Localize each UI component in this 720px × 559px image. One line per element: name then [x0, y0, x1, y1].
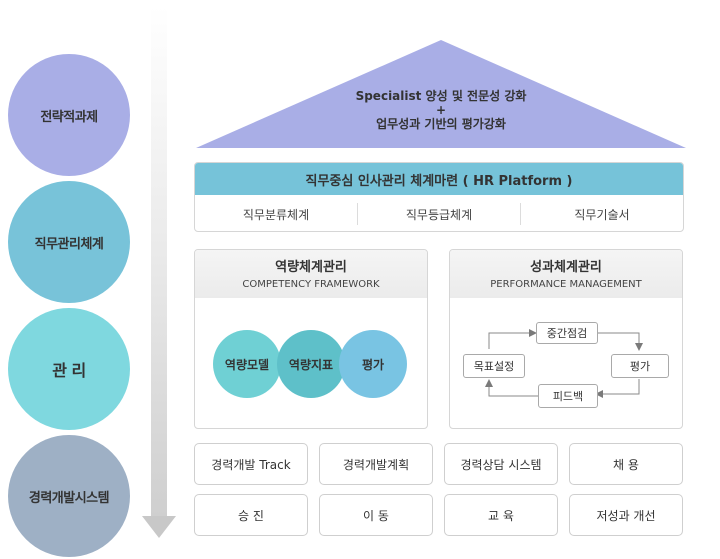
circle-strategic-tasks: 전략적과제	[8, 54, 130, 176]
roof-triangle	[196, 40, 686, 148]
career-item-counseling: 경력상담 시스템	[444, 443, 558, 485]
cycle-step-midcheck: 중간점검	[536, 322, 598, 344]
bubble-label: 역량지표	[288, 357, 334, 372]
career-item-low-performance: 저성과 개선	[569, 494, 683, 536]
divider	[357, 203, 358, 225]
bubble-competency-index: 역량지표	[277, 330, 345, 398]
flow-arrow-head	[142, 516, 176, 538]
hr-platform-items: 직무분류체계 직무등급체계 직무기술서	[195, 199, 683, 229]
circle-label: 직무관리체계	[34, 236, 104, 252]
bubble-label: 역량모델	[224, 357, 270, 372]
divider	[520, 203, 521, 225]
bubble-competency-model: 역량모델	[213, 330, 281, 398]
competency-title: 역량체계관리	[275, 260, 347, 275]
hr-platform-box: 직무중심 인사관리 체계마련 ( HR Platform ) 직무분류체계 직무…	[194, 162, 684, 232]
roof-text: Specialist 양성 및 전문성 강화 + 업무성과 기반의 평가강화	[196, 88, 686, 132]
career-item-recruitment: 채 용	[569, 443, 683, 485]
circle-label: 전략적과제	[40, 109, 98, 125]
competency-panel-header: 역량체계관리 COMPETENCY FRAMEWORK	[195, 250, 427, 298]
performance-subtitle: PERFORMANCE MANAGEMENT	[490, 279, 642, 290]
career-item-plan: 경력개발계획	[319, 443, 433, 485]
circle-management: 관 리	[8, 308, 130, 430]
career-item-transfer: 이 동	[319, 494, 433, 536]
career-item-track: 경력개발 Track	[194, 443, 308, 485]
circle-label: 관 리	[52, 361, 86, 380]
platform-item-job-description: 직무기술서	[574, 207, 630, 222]
circle-job-management: 직무관리체계	[8, 181, 130, 303]
performance-title: 성과체계관리	[530, 260, 602, 275]
circle-career-development: 경력개발시스템	[8, 435, 130, 557]
flow-arrow-shaft	[151, 6, 167, 516]
performance-panel-header: 성과체계관리 PERFORMANCE MANAGEMENT	[450, 250, 682, 298]
platform-item-job-classification: 직무분류체계	[242, 207, 310, 222]
roof-line-2: +	[435, 103, 447, 117]
cycle-step-evaluation: 평가	[611, 354, 669, 378]
career-item-education: 교 육	[444, 494, 558, 536]
competency-subtitle: COMPETENCY FRAMEWORK	[242, 279, 380, 290]
cycle-step-goal-setting: 목표설정	[463, 354, 525, 378]
bubble-evaluation: 평가	[339, 330, 407, 398]
hr-platform-title: 직무중심 인사관리 체계마련 ( HR Platform )	[195, 163, 683, 195]
bubble-label: 평가	[361, 357, 385, 372]
roof-line-1: Specialist 양성 및 전문성 강화	[355, 89, 527, 103]
cycle-step-feedback: 피드백	[538, 384, 598, 408]
career-item-promotion: 승 진	[194, 494, 308, 536]
platform-item-job-grade: 직무등급체계	[405, 207, 473, 222]
circle-label: 경력개발시스템	[28, 490, 110, 506]
roof-line-3: 업무성과 기반의 평가강화	[376, 117, 506, 131]
performance-cycle-arrows	[485, 329, 643, 398]
